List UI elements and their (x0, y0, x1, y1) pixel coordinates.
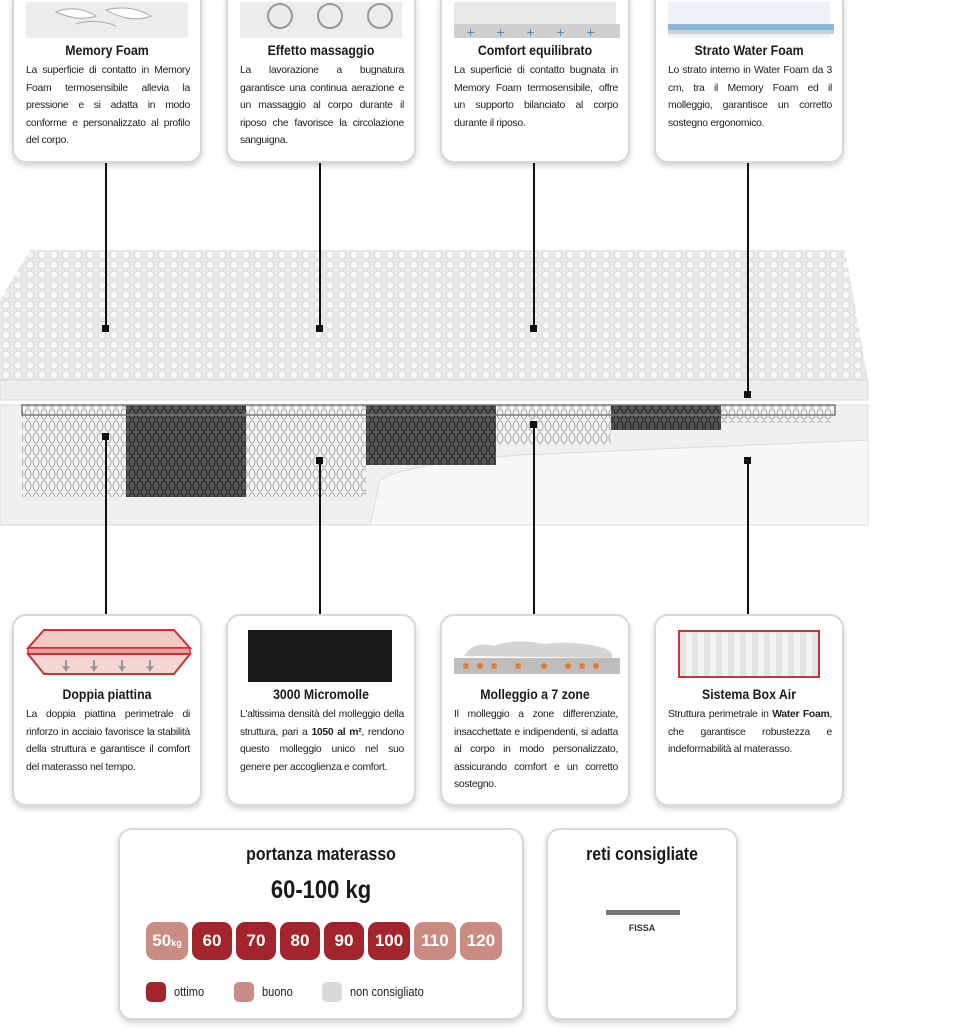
portanza-title: portanza materasso (246, 844, 396, 864)
card-text: Il molleggio a zone differenziate, insac… (454, 709, 618, 790)
legend-ottimo-swatch (146, 982, 166, 1002)
connector-dot (102, 325, 109, 332)
scale-value-label: 120 (466, 931, 496, 950)
scale-value-120: 120 (460, 922, 502, 960)
card-text-part: , rendono questo molleggio unico nel suo… (240, 726, 404, 773)
water-foam-illustration (668, 2, 834, 38)
legend-buono-label: buono (262, 984, 293, 999)
connector-dot (316, 325, 323, 332)
massage-illustration (240, 2, 402, 38)
svg-text:+: + (526, 26, 535, 38)
connector-dot (744, 391, 751, 398)
card-sistema-box-air: Sistema Box Air Struttura perimetrale in… (654, 614, 844, 806)
svg-text:+: + (466, 26, 475, 38)
reti-card: reti consigliate FISSA (546, 828, 738, 1020)
portanza-card: portanza materasso 60-100 kg 50kg 60 70 80 9… (118, 828, 524, 1020)
card-text: Struttura perimetrale in Water Foam, che… (668, 706, 832, 759)
scale-value-70: 70 (236, 922, 276, 960)
reti-fissa-icon (606, 910, 680, 915)
portanza-range: 60-100 kg (270, 876, 372, 904)
memory-foam-illustration (26, 2, 188, 38)
card-text: La doppia piattina perimetrale di rinfor… (26, 709, 190, 773)
scale-value-60: 60 (192, 922, 232, 960)
card-strato-water-foam: Strato Water Foam Lo strato interno in W… (654, 0, 844, 163)
svg-text:+: + (556, 26, 565, 38)
connector-line (533, 421, 535, 615)
card-title: Memory Foam (65, 42, 149, 58)
scale-value-label: 110 (421, 931, 449, 950)
comfort-illustration: + + + + + (454, 2, 620, 39)
legend-buono-swatch (234, 982, 254, 1002)
connector-line (105, 433, 107, 615)
double-strip-illustration (25, 628, 193, 680)
mattress-cutaway-illustration (0, 250, 869, 526)
card-memory-foam: Memory Foam La superficie di contatto in… (12, 0, 202, 163)
card-text: La superficie di contatto in Memory Foam… (26, 65, 190, 146)
scale-value-110: 110 (414, 922, 456, 960)
card-title: Doppia piattina (62, 686, 152, 702)
card-title: Sistema Box Air (701, 686, 797, 702)
card-text: La lavorazione a bugnatura garantisce un… (240, 65, 404, 146)
card-title: Effetto massaggio (267, 42, 375, 58)
scale-unit-label: kg (171, 938, 182, 948)
card-text: L'altissima densità del molleggio della … (240, 706, 404, 776)
connector-line (533, 163, 535, 329)
scale-value-label: 90 (334, 931, 354, 950)
scale-value-label: 80 (290, 931, 310, 950)
card-text: La superficie di contatto bugnata in Mem… (454, 65, 618, 129)
seven-zone-illustration (454, 630, 620, 680)
connector-line (319, 163, 321, 329)
card-title: Strato Water Foam (694, 42, 804, 58)
scale-value-label: 100 (374, 931, 404, 950)
box-air-illustration (678, 630, 820, 678)
card-text-part: , che garantisce robustezza e indeformab… (668, 709, 832, 755)
card-text-bold: 1050 al m² (311, 726, 362, 738)
card-title: Comfort equilibrato (477, 42, 593, 58)
card-doppia-piattina: Doppia piattina La doppia piattina perim… (12, 614, 202, 806)
reti-title: reti consigliate (586, 844, 698, 864)
card-comfort-equilibrato: + + + + + Comfort equilibrato La superfi… (440, 0, 630, 163)
scale-value-50: 50kg (146, 922, 188, 960)
card-text-part: Struttura perimetrale in (668, 709, 773, 720)
legend-ottimo-label: ottimo (174, 984, 205, 999)
card-title: 3000 Micromolle (273, 686, 369, 702)
svg-text:+: + (496, 26, 505, 38)
card-text-bold: Water Foam (772, 709, 830, 720)
micro-springs-illustration (248, 630, 392, 682)
connector-line (747, 457, 749, 615)
card-3000-micromolle: 3000 Micromolle L'altissima densità del … (226, 614, 416, 806)
scale-value-80: 80 (280, 922, 320, 960)
reti-fissa-label: FISSA (628, 923, 656, 933)
connector-line (747, 163, 749, 395)
connector-dot (530, 325, 537, 332)
card-title: Molleggio a 7 zone (480, 686, 590, 702)
card-text: Lo strato interno in Water Foam da 3 cm,… (668, 65, 832, 129)
card-molleggio-7-zone: Molleggio a 7 zone Il molleggio a zone d… (440, 614, 630, 806)
scale-value-label: 50 (152, 931, 172, 950)
scale-value-100: 100 (368, 922, 410, 960)
card-text-part: L'altissima densità del molleggio della … (240, 709, 404, 738)
scale-value-label: 70 (246, 931, 266, 950)
card-effetto-massaggio: Effetto massaggio La lavorazione a bugna… (226, 0, 416, 163)
svg-text:+: + (586, 26, 595, 38)
scale-value-label: 60 (202, 931, 222, 950)
scale-value-90: 90 (324, 922, 364, 960)
portanza-scale: 50kg 60 70 80 90 100 110 120 (146, 922, 502, 960)
connector-line (105, 163, 107, 329)
connector-line (319, 457, 321, 615)
legend-non-label: non consigliato (350, 984, 424, 999)
legend-non-swatch (322, 982, 342, 1002)
